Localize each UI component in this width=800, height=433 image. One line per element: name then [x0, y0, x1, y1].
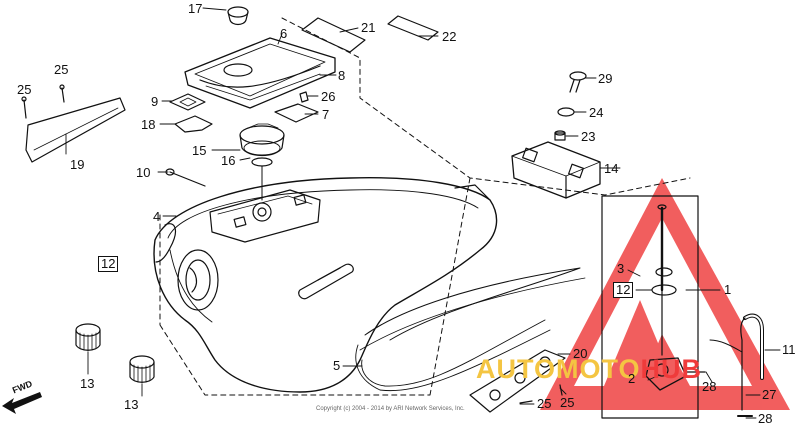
callout-16: 16: [221, 153, 236, 168]
part-9-gasket: [169, 93, 206, 111]
watermark-part-b: HUB: [640, 354, 703, 384]
part-23-nut: [554, 130, 566, 141]
part-20-bracket: [469, 349, 566, 413]
callout-1: 1: [724, 282, 732, 297]
copyright-notice: Copyright (c) 2004 - 2014 by ARI Network…: [316, 406, 465, 412]
callout-10: 10: [136, 165, 151, 180]
callout-24: 24: [589, 105, 604, 120]
callout-13b: 13: [124, 397, 139, 412]
callout-21: 21: [361, 20, 376, 35]
part-11-hose: [709, 313, 764, 411]
part-13-grommet-b: [129, 355, 155, 384]
callout-20: 20: [573, 346, 588, 361]
part-26-bolt: [299, 91, 309, 103]
callout-18: 18: [141, 117, 156, 132]
part-21-pad: [301, 17, 366, 53]
part-10-rod: [169, 171, 206, 187]
callout-15: 15: [192, 143, 207, 158]
callout-25b: 25: [54, 62, 69, 77]
callout-5: 5: [333, 358, 341, 373]
callout-26: 26: [321, 89, 336, 104]
callout-19: 19: [70, 157, 85, 172]
callout-29: 29: [598, 71, 613, 86]
part-18-clip: [174, 115, 213, 133]
part-24-washer: [557, 107, 575, 117]
callout-28b: 28: [758, 411, 773, 426]
part-22-pad: [387, 15, 439, 41]
callout-11: 11: [782, 342, 796, 357]
watermark-part-a: AUTOMOTO: [476, 354, 641, 384]
part-7-bracket: [274, 103, 319, 123]
callout-4: 4: [153, 209, 161, 224]
callout-17: 17: [188, 1, 203, 16]
callout-14: 14: [604, 161, 619, 176]
callout-12b: 12: [613, 282, 634, 298]
callout-6: 6: [280, 26, 288, 41]
callout-12a: 12: [98, 256, 119, 272]
part-6-console: [184, 37, 336, 109]
leader-lines: [65, 7, 781, 419]
callout-9: 9: [151, 94, 159, 109]
callout-25c: 25: [537, 396, 552, 411]
callout-3: 3: [617, 261, 625, 276]
part-14-mount: [511, 141, 601, 199]
fuel-tank: [153, 177, 586, 393]
part-13-grommet-a: [75, 323, 101, 352]
assembly-outline: [159, 17, 691, 396]
callout-2: 2: [628, 371, 636, 386]
fuel-cock-box: [601, 195, 699, 419]
callout-23: 23: [581, 129, 596, 144]
callout-7: 7: [322, 107, 330, 122]
part-19-strip: [21, 84, 126, 163]
callout-25d: 25: [560, 395, 575, 410]
callout-27: 27: [762, 387, 777, 402]
fwd-arrow: [2, 392, 42, 414]
callout-28a: 28: [702, 379, 717, 394]
callout-25a: 25: [17, 82, 32, 97]
part-29-bolt: [569, 71, 587, 93]
callout-22: 22: [442, 29, 457, 44]
callout-8: 8: [338, 68, 346, 83]
part-17-cap: [227, 6, 249, 26]
watermark-text: AUTOMOTOHUB: [476, 354, 702, 385]
callout-13a: 13: [80, 376, 95, 391]
part-15-filler-cap: [239, 123, 285, 201]
